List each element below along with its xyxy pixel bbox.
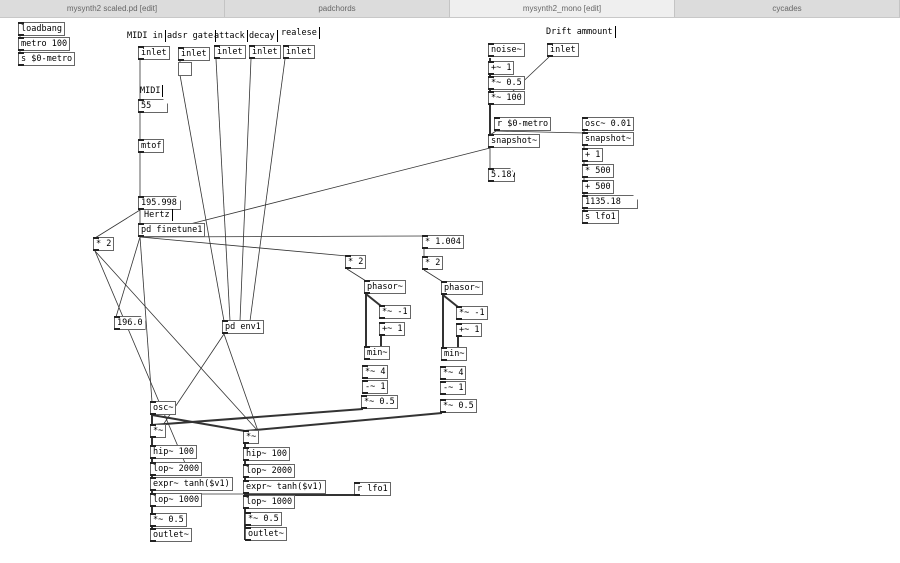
sub-1-object[interactable]: -~ 1	[440, 381, 467, 395]
lop-1000-object[interactable]: lop~ 1000	[150, 493, 203, 507]
inlet-attack[interactable]: inlet	[214, 45, 246, 59]
receive-lfo-object[interactable]: r lfo1	[354, 482, 391, 496]
add-1-sig-object[interactable]: +~ 1	[456, 323, 483, 337]
mul-05-object[interactable]: *~ 0.5	[150, 513, 187, 527]
comment-midi-in: MIDI in	[127, 30, 166, 42]
hip-object[interactable]: hip~ 100	[243, 447, 290, 461]
mul-05-object[interactable]: *~ 0.5	[488, 76, 525, 90]
metro-object[interactable]: metro 100	[18, 37, 71, 51]
outlet-object[interactable]: outlet~	[245, 527, 287, 541]
send-metro-object[interactable]: s $0-metro	[18, 52, 76, 66]
mul-05-object[interactable]: *~ 0.5	[245, 512, 282, 526]
tab-mysynth2-mono[interactable]: mysynth2_mono [edit]	[450, 0, 675, 17]
comment-adsr-gate: adsr gate	[167, 30, 217, 42]
inlet-midi[interactable]: inlet	[138, 46, 170, 60]
multiply-2-object[interactable]: * 2	[345, 255, 367, 269]
osc-object[interactable]: osc~	[150, 401, 177, 415]
multiply-500-object[interactable]: * 500	[582, 164, 614, 178]
comment-drift-amount: Drift ammount	[546, 26, 616, 38]
mul-4-object[interactable]: *~ 4	[440, 366, 467, 380]
comment-realese: realese	[281, 27, 320, 39]
drift-number-box[interactable]: 5.187	[488, 168, 515, 182]
inlet-release[interactable]: inlet	[283, 45, 315, 59]
tab-mysynth2-scaled[interactable]: mysynth2 scaled.pd [edit]	[0, 0, 225, 17]
osc-lfo-object[interactable]: osc~ 0.01	[582, 117, 635, 131]
multiply-1004-object[interactable]: * 1.004	[422, 235, 464, 249]
inlet-drift[interactable]: inlet	[547, 43, 579, 57]
mul-05-object[interactable]: *~ 0.5	[440, 399, 477, 413]
mul-sig-object[interactable]: *~	[150, 424, 167, 438]
comment-hertz: Hertz	[144, 209, 173, 221]
inlet-gate[interactable]: inlet	[178, 47, 210, 61]
lop-2000-object[interactable]: lop~ 2000	[150, 462, 203, 476]
mul-neg1-object[interactable]: *~ -1	[379, 305, 411, 319]
multiply-2-object[interactable]: * 2	[93, 237, 115, 251]
add-1-object[interactable]: + 1	[582, 148, 604, 162]
midi-number-box[interactable]: 55	[138, 99, 168, 113]
mul-neg1-object[interactable]: *~ -1	[456, 306, 488, 320]
mul-4-object[interactable]: *~ 4	[362, 365, 389, 379]
sub-1-object[interactable]: -~ 1	[362, 380, 389, 394]
receive-metro-object[interactable]: r $0-metro	[494, 117, 552, 131]
min-object[interactable]: min~	[364, 346, 391, 360]
env-subpatch[interactable]: pd env1	[222, 320, 264, 334]
expr-tanh-object[interactable]: expr~ tanh($v1)	[150, 477, 233, 491]
bang-toggle[interactable]	[178, 62, 192, 76]
comment-attack: attack	[214, 30, 248, 42]
multiply-2-object[interactable]: * 2	[422, 256, 444, 270]
outlet-object[interactable]: outlet~	[150, 528, 192, 542]
tab-bar: mysynth2 scaled.pd [edit] padchords mysy…	[0, 0, 900, 18]
finetune-subpatch[interactable]: pd finetune1	[138, 223, 206, 237]
hip-object[interactable]: hip~ 100	[150, 445, 197, 459]
snapshot-object[interactable]: snapshot~	[582, 132, 635, 146]
add-500-object[interactable]: + 500	[582, 180, 614, 194]
send-lfo-object[interactable]: s lfo1	[582, 210, 619, 224]
tab-padchords[interactable]: padchords	[225, 0, 450, 17]
add-1-sig-object[interactable]: +~ 1	[488, 61, 515, 75]
double-freq-number-box[interactable]: 196.0	[114, 316, 146, 330]
mul-05-object[interactable]: *~ 0.5	[361, 395, 398, 409]
mul-sig-object[interactable]: *~	[243, 430, 260, 444]
comment-midi: MIDI	[140, 85, 164, 97]
snapshot-object[interactable]: snapshot~	[488, 134, 541, 148]
lfo-number-box[interactable]: 1135.18	[582, 195, 638, 209]
noise-object[interactable]: noise~	[488, 43, 525, 57]
inlet-decay[interactable]: inlet	[249, 45, 281, 59]
hertz-number-box[interactable]: 195.998	[138, 196, 181, 210]
lop-1000-object[interactable]: lop~ 1000	[243, 495, 296, 509]
expr-tanh-object[interactable]: expr~ tanh($v1)	[243, 480, 326, 494]
phasor-object[interactable]: phasor~	[364, 280, 406, 294]
mul-100-object[interactable]: *~ 100	[488, 91, 525, 105]
add-1-sig-object[interactable]: +~ 1	[379, 322, 406, 336]
mtof-object[interactable]: mtof	[138, 139, 165, 153]
loadbang-object[interactable]: loadbang	[18, 22, 65, 36]
comment-decay: decay	[249, 30, 278, 42]
phasor-object[interactable]: phasor~	[441, 281, 483, 295]
min-object[interactable]: min~	[441, 347, 468, 361]
lop-2000-object[interactable]: lop~ 2000	[243, 464, 296, 478]
